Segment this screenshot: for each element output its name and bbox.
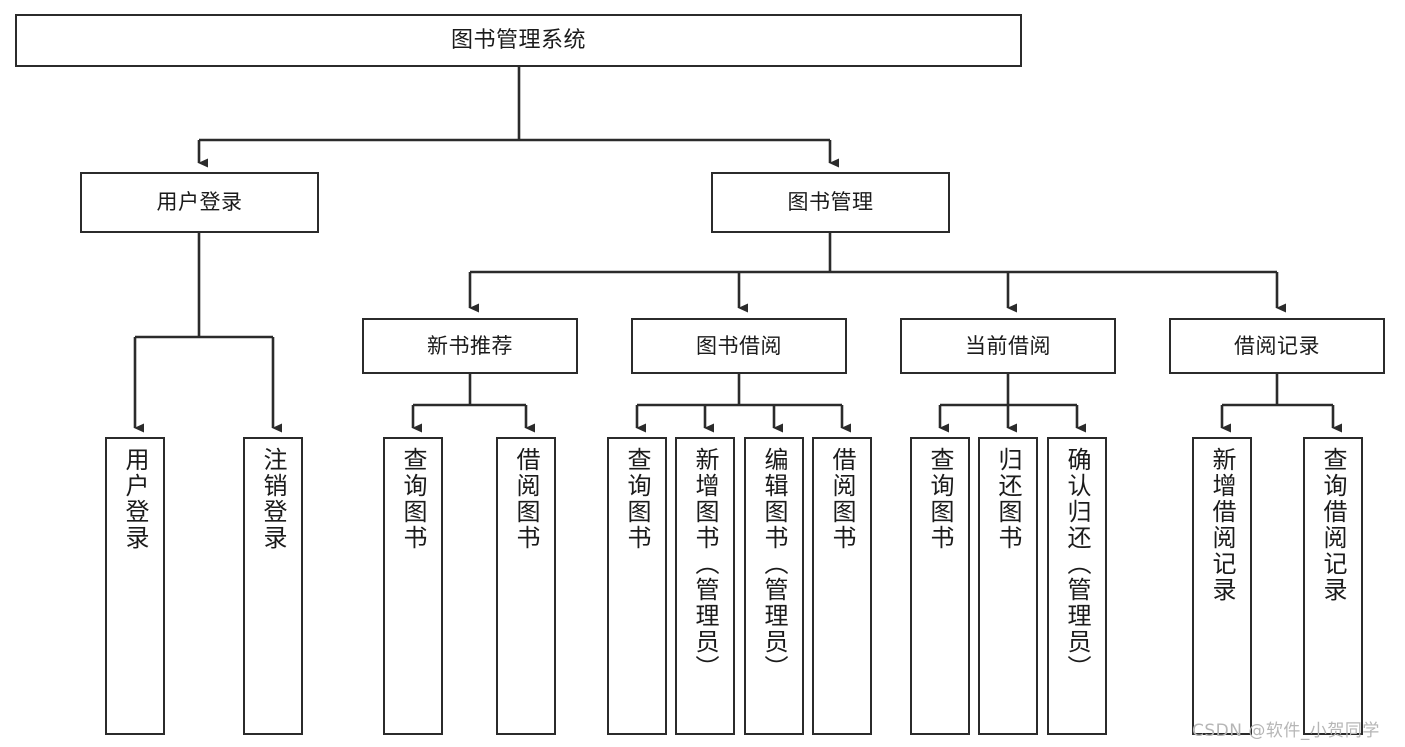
node-new-book-recommend-label: 新书推荐 <box>427 333 513 358</box>
node-leaf-query-record-label: 查询借阅记录 <box>1319 447 1347 603</box>
node-leaf-add-record[interactable]: 新增借阅记录 <box>1192 437 1252 735</box>
node-leaf-query-book-1-label: 查询图书 <box>399 447 427 551</box>
node-leaf-user-login-label: 用户登录 <box>121 447 149 551</box>
node-borrow-record[interactable]: 借阅记录 <box>1169 318 1385 374</box>
node-leaf-logout-login[interactable]: 注销登录 <box>243 437 303 735</box>
node-book-borrow-label: 图书借阅 <box>696 333 782 358</box>
node-leaf-query-book-3[interactable]: 查询图书 <box>910 437 970 735</box>
node-leaf-query-book-3-label: 查询图书 <box>926 447 954 551</box>
node-borrow-record-label: 借阅记录 <box>1234 333 1320 358</box>
node-leaf-return-book[interactable]: 归还图书 <box>978 437 1038 735</box>
node-book-manage[interactable]: 图书管理 <box>711 172 950 233</box>
node-current-borrow[interactable]: 当前借阅 <box>900 318 1116 374</box>
node-leaf-user-login[interactable]: 用户登录 <box>105 437 165 735</box>
node-leaf-query-book-2[interactable]: 查询图书 <box>607 437 667 735</box>
node-user-login-label: 用户登录 <box>156 190 243 215</box>
node-leaf-borrow-book-2-label: 借阅图书 <box>828 447 856 551</box>
node-leaf-logout-login-label: 注销登录 <box>259 447 287 551</box>
node-current-borrow-label: 当前借阅 <box>965 333 1051 358</box>
node-leaf-confirm-return-label: 确认归还（管理员） <box>1063 447 1091 681</box>
node-user-login[interactable]: 用户登录 <box>80 172 319 233</box>
node-new-book-recommend[interactable]: 新书推荐 <box>362 318 578 374</box>
node-leaf-borrow-book-1-label: 借阅图书 <box>512 447 540 551</box>
node-leaf-add-record-label: 新增借阅记录 <box>1208 447 1236 603</box>
node-leaf-add-book[interactable]: 新增图书（管理员） <box>675 437 735 735</box>
node-book-borrow[interactable]: 图书借阅 <box>631 318 847 374</box>
node-leaf-query-book-1[interactable]: 查询图书 <box>383 437 443 735</box>
node-leaf-edit-book-label: 编辑图书（管理员） <box>760 447 788 681</box>
node-leaf-edit-book[interactable]: 编辑图书（管理员） <box>744 437 804 735</box>
node-leaf-return-book-label: 归还图书 <box>994 447 1022 551</box>
node-leaf-borrow-book-2[interactable]: 借阅图书 <box>812 437 872 735</box>
node-leaf-query-record[interactable]: 查询借阅记录 <box>1303 437 1363 735</box>
node-leaf-confirm-return[interactable]: 确认归还（管理员） <box>1047 437 1107 735</box>
node-root-label: 图书管理系统 <box>450 27 586 53</box>
watermark-text: CSDN @软件_小贺同学 <box>1192 721 1380 741</box>
node-root[interactable]: 图书管理系统 <box>15 14 1022 67</box>
node-leaf-borrow-book-1[interactable]: 借阅图书 <box>496 437 556 735</box>
node-leaf-query-book-2-label: 查询图书 <box>623 447 651 551</box>
node-leaf-add-book-label: 新增图书（管理员） <box>691 447 719 681</box>
node-book-manage-label: 图书管理 <box>787 190 874 215</box>
